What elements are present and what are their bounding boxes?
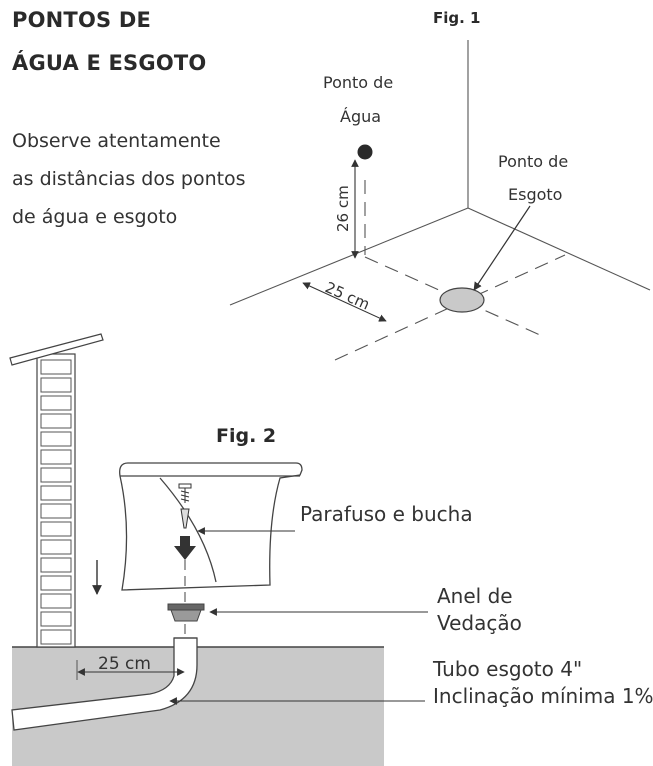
intro-line1: Observe atentamente: [12, 130, 221, 152]
brick: [40, 431, 72, 447]
brick: [40, 575, 72, 591]
brick: [40, 485, 72, 501]
sewage-pointer-arrow: [473, 205, 531, 291]
brick: [40, 413, 72, 429]
water-point-label-line1: Ponto de: [323, 73, 394, 92]
roof-slab: [9, 333, 104, 366]
water-point-label-line2: Água: [340, 107, 382, 126]
fig2-title: Fig. 2: [216, 425, 277, 447]
brick: [40, 557, 72, 573]
brick: [40, 395, 72, 411]
toilet-bowl: [119, 462, 303, 591]
brick: [40, 449, 72, 465]
water-point-marker: [357, 144, 373, 160]
pipe-label-line1: Tubo esgoto 4": [433, 657, 583, 681]
brick: [40, 467, 72, 483]
fig1-room-corner: [229, 40, 651, 306]
insert-arrow-icon: [174, 536, 196, 560]
page-title-line1: PONTOS DE: [12, 8, 152, 32]
intro-line2: as distâncias dos pontos: [12, 168, 246, 190]
sewage-point-marker: [439, 287, 485, 313]
brick: [40, 611, 72, 627]
wall-dimension-arrow: [302, 282, 387, 322]
brick: [40, 503, 72, 519]
fig1-reference-lines: [334, 180, 566, 361]
sealing-ring: [167, 603, 205, 622]
page-title-line2: ÁGUA E ESGOTO: [12, 51, 207, 75]
brick: [40, 377, 72, 393]
screw-icon: [178, 483, 192, 529]
brick: [40, 539, 72, 555]
sewer-pipe: [11, 637, 198, 731]
brick-wall: [36, 353, 76, 648]
sewage-point-label-line2: Esgoto: [508, 185, 563, 204]
pipe-label-line2: Inclinação mínima 1%: [433, 684, 653, 708]
brick: [40, 593, 72, 609]
height-dimension-label: 26 cm: [334, 185, 352, 232]
ring-label-line1: Anel de: [437, 584, 513, 608]
sewage-point-label-line1: Ponto de: [498, 152, 569, 171]
wall-dimension-label: 25 cm: [322, 278, 372, 313]
brick: [40, 359, 72, 375]
floor-dimension-label: 25 cm: [98, 654, 151, 674]
brick: [40, 521, 72, 537]
screw-label: Parafuso e bucha: [300, 502, 473, 526]
ring-label-line2: Vedação: [437, 611, 522, 635]
fig1-title: Fig. 1: [433, 9, 481, 27]
brick: [40, 629, 72, 645]
intro-line3: de água e esgoto: [12, 206, 178, 228]
